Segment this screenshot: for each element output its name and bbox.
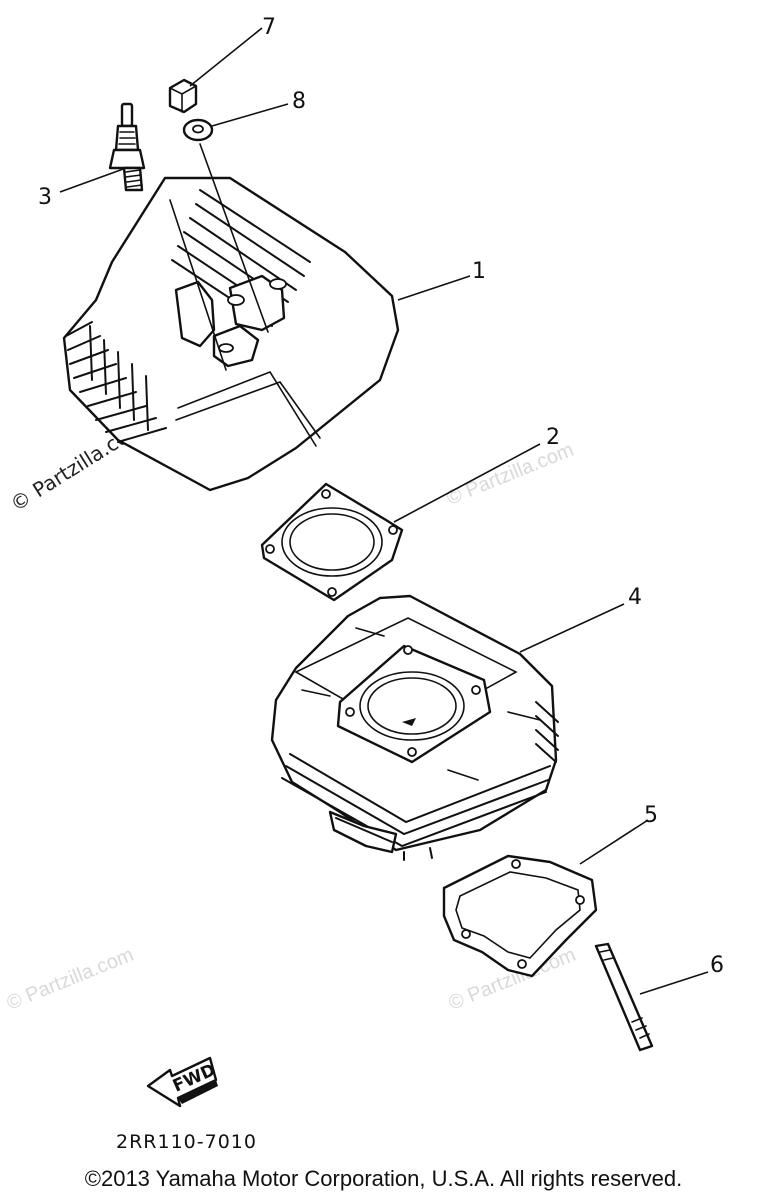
callouts: 7 8 3 1 2 4 5 6 — [38, 15, 724, 978]
leader-lines — [59, 27, 709, 995]
part-4-cylinder[interactable] — [270, 594, 559, 861]
callout-1: 1 — [472, 259, 486, 284]
part-8-washer[interactable] — [182, 118, 214, 142]
part-7-cap-nut[interactable] — [168, 78, 198, 114]
watermark-2: © Partzilla.com — [4, 944, 137, 1015]
part-5-base-gasket[interactable] — [442, 854, 598, 978]
copyright-notice: ©2013 Yamaha Motor Corporation, U.S.A. A… — [84, 1166, 683, 1191]
part-1-cylinder-head[interactable] — [62, 176, 400, 492]
callout-6: 6 — [710, 953, 724, 978]
callout-5: 5 — [644, 803, 658, 828]
callout-4: 4 — [628, 585, 642, 610]
fwd-arrow: FWD — [146, 1056, 219, 1108]
callout-2: 2 — [546, 425, 560, 450]
callout-7: 7 — [262, 15, 276, 40]
callout-8: 8 — [292, 89, 306, 114]
part-2-head-gasket[interactable] — [260, 482, 404, 602]
callout-3: 3 — [38, 185, 52, 210]
part-3-spark-plug[interactable] — [108, 102, 146, 192]
diagram-code: 2RR110-7010 — [116, 1131, 257, 1153]
part-6-stud-bolt[interactable] — [594, 942, 654, 1052]
